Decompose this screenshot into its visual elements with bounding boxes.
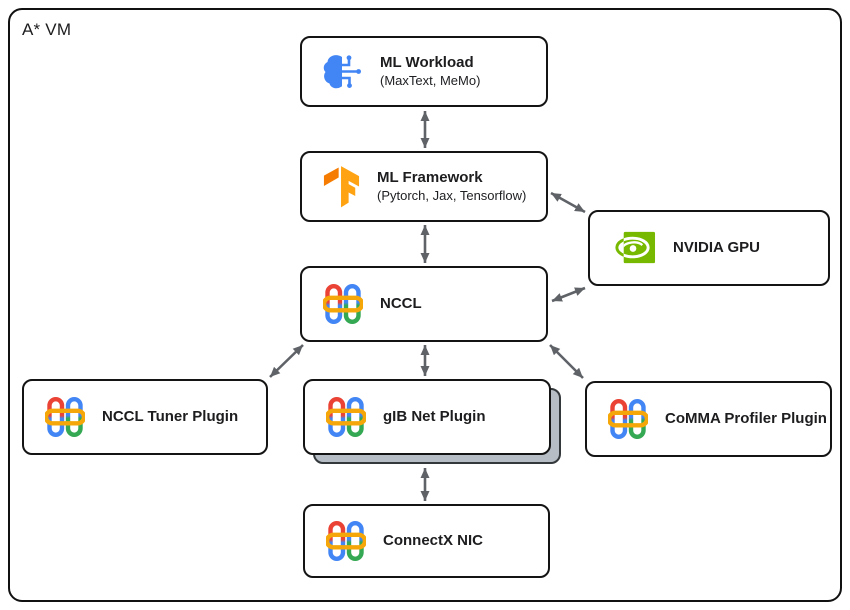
node-nvidia-gpu[interactable]: NVIDIA GPU [588, 210, 830, 286]
node-title: NCCL [380, 295, 422, 313]
chain-links-icon [323, 284, 363, 324]
node-gib-net-plugin[interactable]: gIB Net Plugin [303, 379, 551, 455]
node-connectx-nic[interactable]: ConnectX NIC [303, 504, 550, 578]
vm-label: A* VM [22, 20, 72, 39]
node-ml-workload[interactable]: ML Workload (MaxText, MeMo) [300, 36, 548, 107]
chain-links-icon [45, 397, 85, 437]
node-nccl-tuner-plugin[interactable]: NCCL Tuner Plugin [22, 379, 268, 455]
node-title: CoMMA Profiler Plugin [665, 410, 827, 428]
node-title: ML Workload [380, 54, 474, 72]
node-ml-framework[interactable]: ML Framework (Pytorch, Jax, Tensorflow) [300, 151, 548, 222]
brain-circuit-icon [323, 53, 363, 90]
node-title: NVIDIA GPU [673, 239, 760, 257]
tensorflow-icon [323, 165, 360, 208]
node-subtitle: (MaxText, MeMo) [380, 72, 481, 88]
node-comma-profiler-plugin[interactable]: CoMMA Profiler Plugin [585, 381, 832, 457]
chain-links-icon [326, 521, 366, 561]
node-subtitle: (Pytorch, Jax, Tensorflow) [377, 187, 527, 203]
nvidia-eye-icon [611, 230, 656, 266]
chain-links-icon [326, 397, 366, 437]
node-title: ConnectX NIC [383, 532, 484, 550]
node-nccl[interactable]: NCCL [300, 266, 548, 342]
node-title: NCCL Tuner Plugin [102, 408, 239, 426]
chain-links-icon [608, 399, 648, 439]
node-title: ML Framework [377, 169, 483, 187]
node-title: gIB Net Plugin [383, 408, 486, 426]
